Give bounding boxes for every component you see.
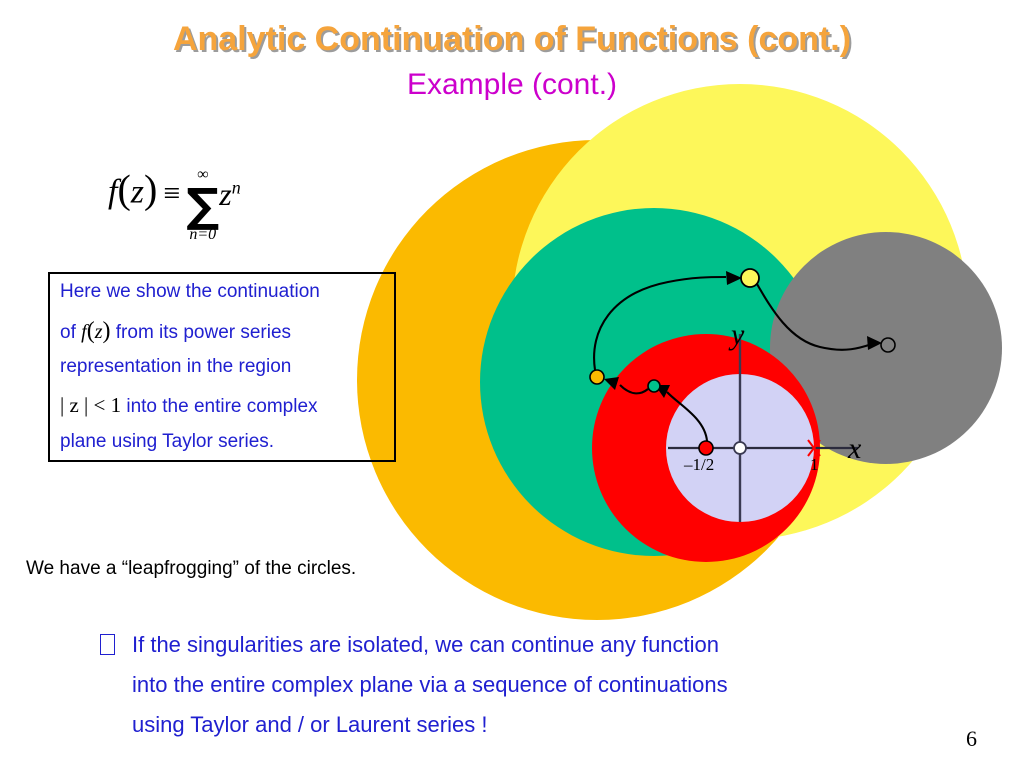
formula-relation: ≡: [163, 176, 181, 210]
textbox-line-1-pre: of: [60, 322, 76, 343]
axis-label-y: y: [731, 318, 745, 351]
summation: ∞ ∑ n=0: [186, 166, 219, 244]
dot-teal-center: [647, 379, 661, 393]
page-number: 6: [966, 726, 977, 751]
arrow-orange-to-yellow-head: [726, 271, 742, 285]
textbox-inline-f: f: [81, 321, 87, 343]
formula-paren-open: (: [117, 166, 131, 212]
arrow-orange-to-yellow: [593, 275, 727, 371]
explanation-textbox: Here we show the continuation of f(z) fr…: [48, 272, 396, 462]
arrow-teal-to-orange-head: [604, 377, 619, 390]
arrow-teal-to-orange: [619, 384, 649, 395]
textbox-inline-z: z: [94, 321, 103, 343]
orange-circle: [357, 140, 837, 620]
gray-circle: [770, 232, 1002, 464]
arrow-red-to-teal: [666, 391, 709, 442]
green-circle: [480, 208, 828, 556]
formula-term-base: z: [219, 175, 232, 212]
bullet-line-1: into the entire complex plane via a sequ…: [132, 672, 728, 697]
sum-lower-limit: n=0: [189, 226, 217, 243]
bullet-line-0: If the singularities are isolated, we ca…: [132, 632, 720, 657]
series-formula: f(z)≡ ∞ ∑ n=0 zn: [108, 160, 241, 243]
formula-term-exponent: n: [231, 177, 241, 198]
sum-upper-limit: ∞: [197, 166, 209, 183]
textbox-line-1-post: from its power series: [115, 322, 292, 343]
textbox-line-3: | z | < 1 into the entire complex: [60, 393, 318, 418]
label-minus-half: –1/2: [684, 455, 715, 474]
leapfrogging-note: We have a “leapfrogging” of the circles.: [26, 558, 357, 579]
bullet-marker-icon: [100, 634, 115, 655]
textbox-line-1: of f(z) from its power series: [60, 318, 291, 345]
sigma-icon: ∑: [186, 178, 220, 232]
red-circle: [592, 334, 820, 562]
arrow-yellow-to-gray-head: [867, 336, 882, 350]
dot-red-center: [698, 440, 714, 456]
arrow-red-to-teal-head: [655, 385, 670, 398]
unit-disk: [666, 374, 814, 522]
textbox-line-3-post: into the entire complex: [126, 396, 318, 417]
formula-paren-close: ): [144, 166, 158, 212]
arrow-yellow-to-gray: [756, 283, 873, 351]
textbox-inline-paren-close: ): [102, 318, 111, 344]
textbox-inline-fz: f(z): [81, 318, 111, 344]
axis-label-x: x: [848, 432, 862, 465]
origin-marker: [733, 441, 747, 455]
textbox-line-0: Here we show the continuation: [60, 281, 320, 302]
textbox-line-2: representation in the region: [60, 356, 292, 377]
dot-yellow-center: [740, 268, 760, 288]
formula-term: zn: [219, 176, 240, 212]
singularity-cross-icon: [807, 439, 821, 457]
yellow-circle: [512, 84, 968, 540]
formula-arg-z: z: [130, 173, 145, 211]
formula-f: f: [108, 173, 118, 211]
slide-subtitle: Example (cont.): [406, 68, 618, 101]
textbox-inline-paren-open: (: [86, 318, 95, 344]
label-one: 1: [810, 455, 819, 474]
slide-title: Analytic Continuation of Functions (cont…: [172, 20, 852, 58]
dot-orange-center: [589, 369, 605, 385]
bullet-line-2: using Taylor and / or Laurent series !: [132, 712, 488, 737]
textbox-inline-modulus: | z | < 1: [60, 393, 122, 417]
dot-gray-center: [880, 337, 896, 353]
textbox-line-4: plane using Taylor series.: [60, 431, 275, 452]
